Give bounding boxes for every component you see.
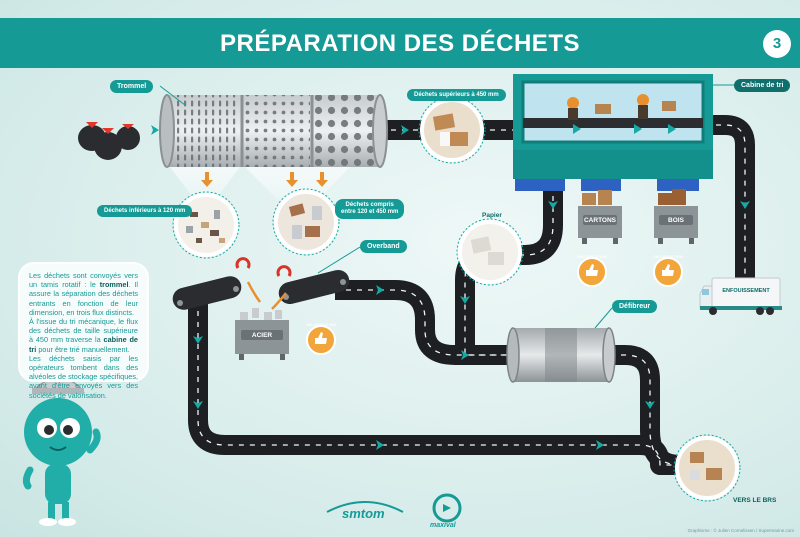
page-title: PRÉPARATION DES DÉCHETS (220, 30, 580, 57)
footer-credit: Graphisme : © Julien Cornelissen / Super… (687, 528, 794, 533)
label-defibreur: Défibreur (612, 300, 658, 313)
info-p1-c: . Il assure la séparation des déchets en… (29, 280, 138, 317)
defibreur-machine (506, 327, 616, 383)
defibreur-leader (594, 307, 613, 329)
label-vers-brs: VERS LE BRS (733, 497, 777, 504)
info-p1-b: trommel (99, 280, 129, 290)
explanation-box: Les déchets sont convoyés vers un tamis … (18, 262, 149, 400)
info-p2-a: À l'issue du tri mécanique, le flux des … (29, 317, 138, 345)
trash-bags-icon (78, 122, 140, 160)
overband-leader (317, 246, 361, 274)
maxival-logo-icon (432, 493, 462, 523)
label-overband: Overband (360, 240, 407, 253)
trommel-leader (159, 85, 186, 106)
bin-acier (235, 308, 289, 360)
truck-icon (699, 277, 782, 315)
label-dechets-entre-line1: Déchets compris (345, 202, 394, 208)
info-p3: Les déchets saisis par les opérateurs to… (29, 353, 138, 400)
label-dechets-inf-120: Déchets inférieurs à 120 mm (97, 205, 193, 217)
overband-belts (172, 269, 350, 310)
label-cabine-de-tri: Cabine de tri (734, 79, 791, 92)
zoom-brs-waste (673, 434, 741, 502)
label-papier: Papier (482, 212, 502, 219)
trommel-drum (159, 94, 388, 168)
page-number-badge: 3 (763, 30, 791, 58)
bin-bois (654, 189, 698, 244)
maxival-logo: maxival (430, 522, 456, 529)
valorisation-label-bois: VALORISATION (653, 254, 683, 259)
valorisation-label-cartons: VALORISATION (577, 254, 607, 259)
bin-cartons (578, 190, 622, 244)
label-trommel: Trommel (110, 80, 154, 93)
header-band (0, 18, 800, 68)
smtom-swoosh (326, 501, 404, 513)
zoom-large-waste (418, 96, 486, 164)
mascot-character (22, 376, 101, 526)
label-dechets-entre: Déchets compris entre 120 et 450 mm (335, 199, 405, 219)
valorisation-badges (306, 257, 683, 355)
valorisation-label-acier: VALORISATION (306, 322, 336, 327)
bin-bois-label: BOIS (668, 217, 684, 224)
hopper-arrows (201, 172, 328, 187)
sorting-cabin (513, 74, 713, 191)
info-p2-c: pour être trié manuellement. (36, 344, 130, 354)
steel-arrows (246, 281, 287, 310)
info-p2-b: cabine de tri (29, 335, 138, 354)
zoom-paper (456, 218, 524, 286)
magnet-icons (235, 257, 292, 277)
zoom-small-waste (172, 191, 240, 259)
info-p1-a: Les déchets sont convoyés vers un tamis … (29, 271, 138, 290)
smtom-logo: smtom (342, 506, 385, 521)
label-dechets-entre-line2: entre 120 et 450 mm (341, 209, 399, 215)
truck-label: ENFOUISSEMENT (722, 288, 770, 294)
zoom-medium-waste (272, 188, 340, 256)
label-dechets-sup-450: Déchets supérieurs à 450 mm (407, 89, 506, 101)
bin-cartons-label: CARTONS (583, 217, 617, 224)
bin-acier-label: ACIER (251, 332, 273, 339)
